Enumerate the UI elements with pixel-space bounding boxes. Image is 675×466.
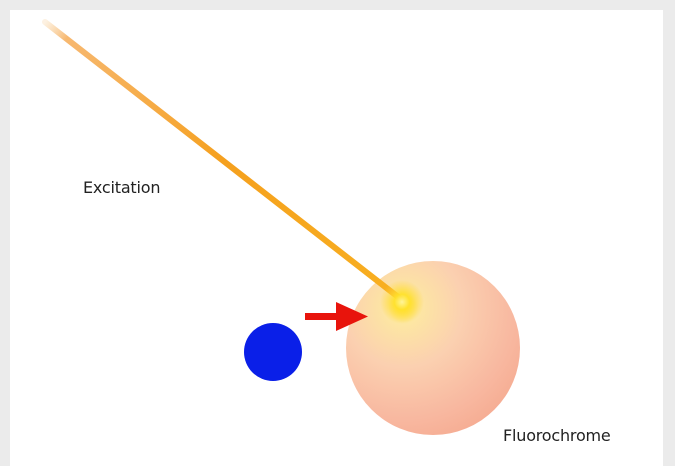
blue-molecule <box>244 323 302 381</box>
excitation-label: Excitation <box>83 178 161 197</box>
excitation-glow <box>380 280 424 324</box>
fluorochrome-label: Fluorochrome <box>503 426 611 445</box>
fluorochrome-sphere <box>346 261 520 435</box>
energy-transfer-arrow <box>305 302 368 331</box>
excitation-beam <box>42 19 405 303</box>
diagram-panel <box>10 10 663 466</box>
